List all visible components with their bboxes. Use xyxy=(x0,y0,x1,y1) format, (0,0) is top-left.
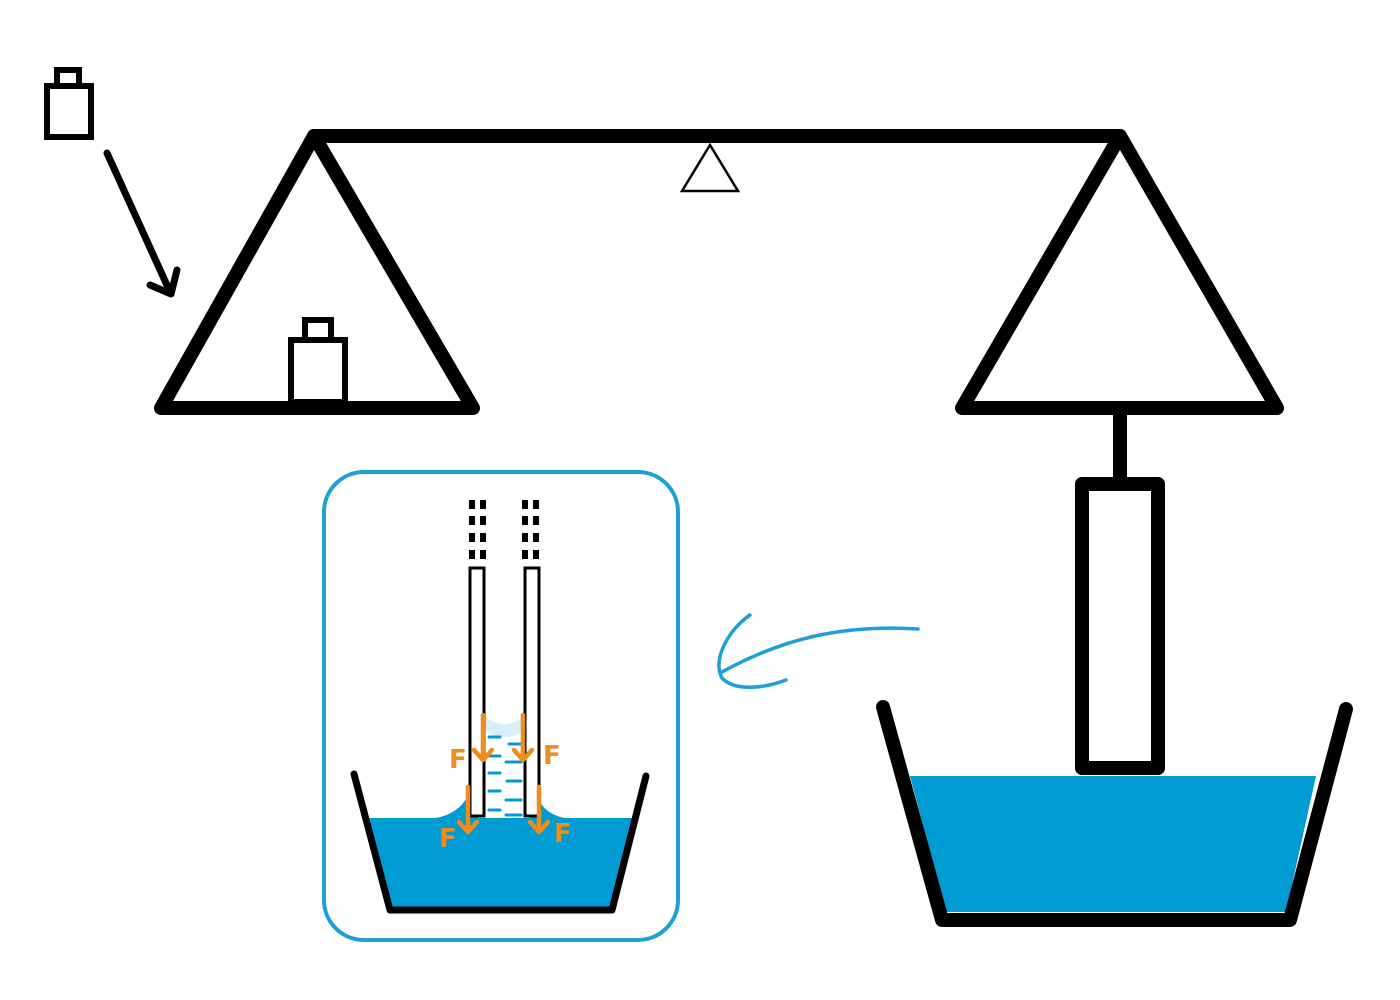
force-arrow-icon xyxy=(471,712,495,763)
inset-plate-dots xyxy=(469,500,539,559)
inset-panel: F F F F xyxy=(322,470,680,942)
pan-weight-icon xyxy=(288,317,348,405)
force-label: F xyxy=(439,824,457,854)
right-pan xyxy=(955,129,1284,415)
inset-beaker xyxy=(350,770,650,914)
force-label: F xyxy=(449,745,467,775)
force-arrow-icon xyxy=(456,784,480,835)
inset-capillary-water xyxy=(487,735,524,817)
hanging-plate xyxy=(1075,477,1165,775)
placement-arrow-icon xyxy=(103,149,181,298)
force-label: F xyxy=(554,819,572,849)
right-beaker xyxy=(876,700,1353,927)
inset-force-arrows xyxy=(456,712,551,835)
right-beaker-water xyxy=(910,776,1316,912)
force-arrow-icon xyxy=(527,784,551,835)
force-label: F xyxy=(543,741,561,771)
force-arrow-icon xyxy=(511,712,535,763)
loose-weight-icon xyxy=(44,67,94,140)
inset-water xyxy=(368,818,634,908)
fulcrum-icon xyxy=(679,142,741,193)
inset-meniscus-top xyxy=(484,716,525,737)
zoom-arrow-icon xyxy=(717,613,920,689)
left-pan xyxy=(154,129,480,415)
